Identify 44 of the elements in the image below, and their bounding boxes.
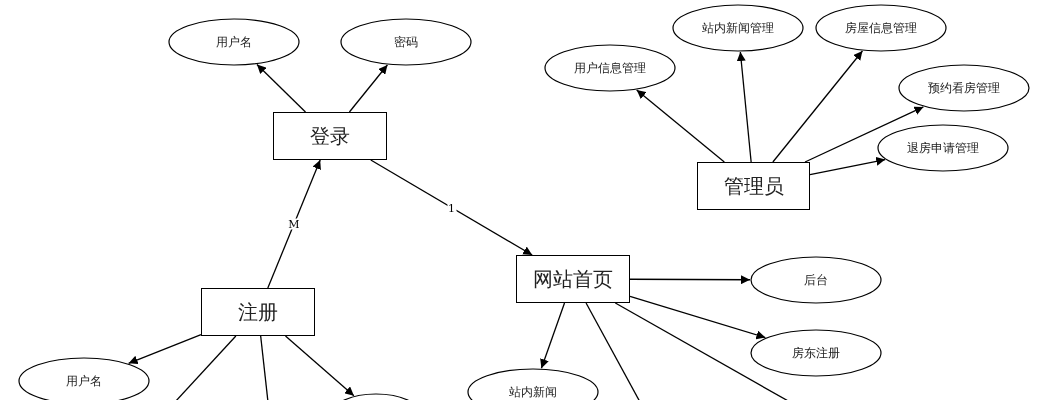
attribute-label: 站内新闻管理 xyxy=(702,20,774,37)
arrow xyxy=(772,50,864,163)
arrow xyxy=(127,333,202,365)
arrow xyxy=(636,89,725,163)
attribute-label: 站内新闻 xyxy=(509,384,557,400)
arrow xyxy=(736,51,752,163)
attribute-ellipse xyxy=(750,329,882,377)
entity-box xyxy=(697,162,810,210)
attribute-label: 用户名 xyxy=(216,34,252,51)
entity-label: 网站首页 xyxy=(533,266,613,293)
edge-label: 1 xyxy=(447,202,456,213)
attribute-label: 房东注册 xyxy=(792,345,840,362)
attribute-ellipse xyxy=(898,64,1030,112)
attribute-ellipse xyxy=(877,124,1009,172)
attribute-ellipse xyxy=(672,4,804,52)
attribute-ellipse xyxy=(340,18,472,66)
arrow xyxy=(629,295,767,340)
attribute-label: 退房申请管理 xyxy=(907,140,979,157)
entity-label: 管理员 xyxy=(723,173,784,200)
arrow xyxy=(256,63,307,113)
arrow xyxy=(540,302,566,369)
attribute-label: 后台 xyxy=(804,272,828,289)
arrow xyxy=(370,159,533,256)
entity-box xyxy=(201,288,315,336)
attribute-label: 房屋信息管理 xyxy=(845,20,917,37)
attribute-label: 用户名 xyxy=(66,373,102,390)
entity-box xyxy=(516,255,630,303)
attribute-ellipse xyxy=(168,18,300,66)
entity-label: 登录 xyxy=(310,123,350,150)
arrow xyxy=(629,275,751,285)
attribute-label: 预约看房管理 xyxy=(928,80,1000,97)
entity-label: 注册 xyxy=(238,299,278,326)
arrow xyxy=(267,159,321,289)
arrow xyxy=(809,156,886,176)
attribute-ellipse xyxy=(544,44,676,92)
entity-box xyxy=(273,112,387,160)
attribute-label: 密码 xyxy=(394,34,418,51)
edge-label: M xyxy=(287,218,301,230)
arrow xyxy=(804,106,924,163)
attribute-label: 用户信息管理 xyxy=(574,60,646,77)
arrow xyxy=(284,335,355,397)
attribute-ellipse xyxy=(815,4,947,52)
arrow xyxy=(348,64,389,113)
attribute-ellipse xyxy=(750,256,882,304)
